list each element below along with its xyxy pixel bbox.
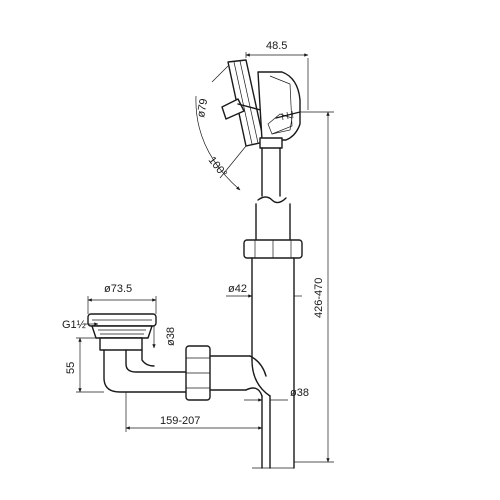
upper-coupling-nut (243, 239, 303, 259)
dim-overflow-depth: 48.5 (266, 40, 287, 52)
overflow-assembly (221, 59, 301, 149)
dim-elbow-diameter: ø38 (165, 327, 177, 346)
overflow-pipe-upper (255, 147, 291, 241)
overflow-outlet-collar (259, 137, 283, 149)
dim-overflow-diameter: ø79 (195, 98, 210, 119)
main-vertical-pipe (251, 257, 295, 469)
dim-lower-pipe-diameter: ø38 (290, 387, 309, 399)
waste-flange (91, 325, 153, 339)
dim-upper-pipe-diameter: ø42 (228, 283, 247, 295)
dim-thread: G1½ (62, 319, 86, 331)
dim-horizontal-length: 159-207 (160, 415, 200, 427)
overflow-body (257, 71, 301, 141)
dimension-lines (76, 52, 334, 463)
dim-waste-diameter: ø73.5 (104, 283, 132, 295)
dim-waste-height: 55 (65, 362, 77, 374)
bath-waste-assembly (87, 313, 187, 393)
waste-body (99, 337, 143, 351)
horizontal-pipe (209, 355, 267, 397)
dim-total-height: 426-470 (313, 278, 325, 318)
horizontal-coupling-nut (185, 345, 211, 401)
